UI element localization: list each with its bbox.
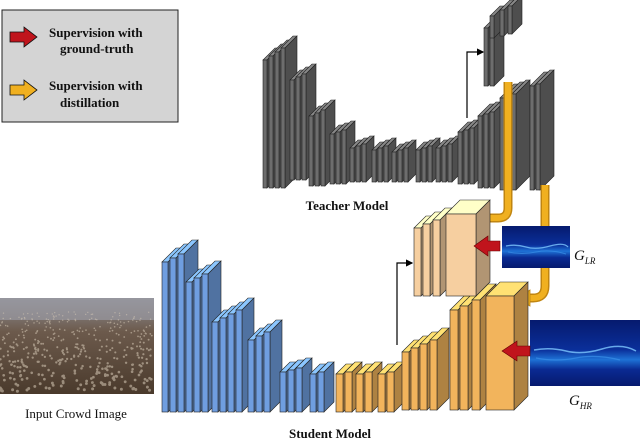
gold-arrow-icon xyxy=(9,79,38,101)
student-skip-arrow xyxy=(396,259,414,345)
teacher-layer xyxy=(507,0,523,35)
teacher-skip-arrow xyxy=(466,48,485,118)
teacher-model-label: Teacher Model xyxy=(306,198,389,213)
student-model-label: Student Model xyxy=(289,426,371,441)
legend-label-1-line1: Supervision with xyxy=(49,25,143,40)
student-layer xyxy=(263,319,283,413)
student-layer xyxy=(445,199,491,297)
legend-label-1-line2: ground-truth xyxy=(60,41,134,56)
g-lr-label: GLR xyxy=(574,248,596,266)
student-layer xyxy=(386,361,405,413)
gt-density-map-lr xyxy=(502,226,570,268)
red-arrow-icon xyxy=(9,26,38,48)
gt-arrow-hr-icon xyxy=(501,340,531,362)
input-image-label: Input Crowd Image xyxy=(25,406,127,421)
teacher-layer xyxy=(403,139,417,183)
legend-item-ground-truth: Supervision with ground-truth xyxy=(9,25,143,56)
student-layer xyxy=(317,361,335,413)
legend-item-distillation: Supervision with distillation xyxy=(9,78,143,110)
legend-label-2-line1: Supervision with xyxy=(49,78,143,93)
legend: Supervision with ground-truth Supervisio… xyxy=(1,9,179,123)
g-hr-label: GHR xyxy=(569,393,592,411)
teacher-model-layers xyxy=(262,0,555,191)
student-model-layers xyxy=(161,199,529,413)
student-layer xyxy=(429,327,450,411)
student-layer xyxy=(295,357,313,413)
gt-arrow-lr-icon xyxy=(473,235,501,257)
gt-density-map-hr xyxy=(530,320,640,386)
teacher-layer xyxy=(535,69,555,191)
teacher-layer xyxy=(511,79,531,191)
legend-label-2-line2: distillation xyxy=(60,95,120,110)
input-crowd-image xyxy=(0,298,154,394)
